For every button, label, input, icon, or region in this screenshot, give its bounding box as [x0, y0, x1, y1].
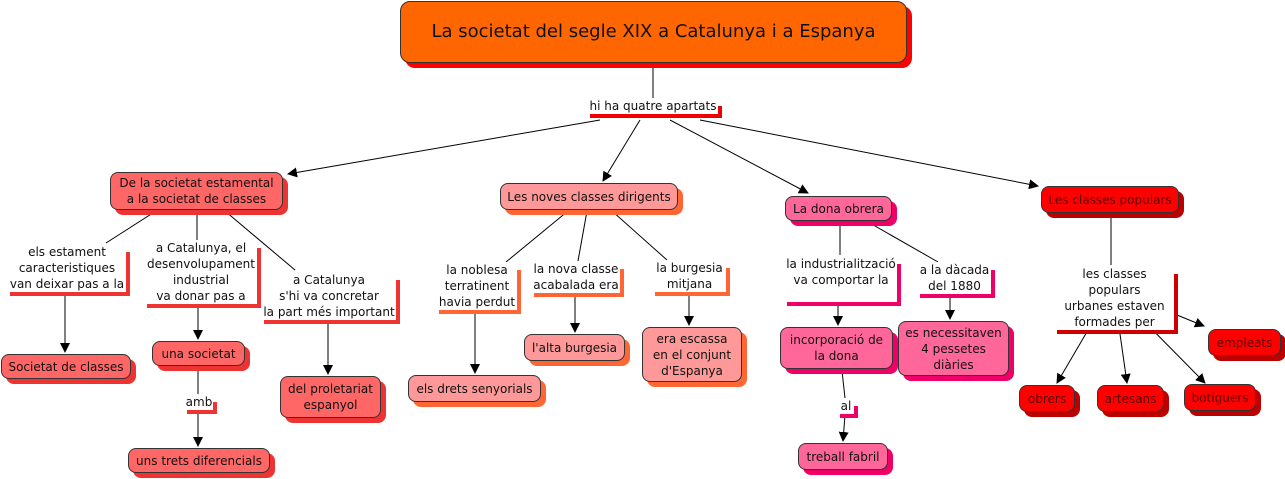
- line-connector: [577, 210, 588, 262]
- arrow-connector: [699, 119, 1039, 190]
- concept-artesans[interactable]: artesans: [1097, 385, 1164, 412]
- concept-classes-populars[interactable]: Les classes populars: [1041, 186, 1179, 213]
- link-decada-1880[interactable]: a la dàcada del 1880: [918, 262, 995, 298]
- link-burgesia-mitjana[interactable]: la burgesia mitjana: [653, 260, 730, 296]
- link-industrialitzacio[interactable]: la industrialització va comportar la: [785, 256, 901, 306]
- line-connector: [841, 370, 846, 399]
- link-estament[interactable]: els estament caracteristiques van deixar…: [8, 244, 130, 296]
- concept-botiguers[interactable]: botiguers: [1184, 384, 1256, 411]
- root-concept[interactable]: La societat del segle XIX a Catalunya i …: [400, 1, 907, 63]
- line-connector: [224, 210, 296, 271]
- link-formades-per[interactable]: les classes populars urbanes estaven for…: [1055, 266, 1178, 334]
- line-connector: [611, 210, 668, 261]
- arrow-connector: [602, 119, 641, 182]
- arrow-connector: [1171, 312, 1205, 328]
- line-connector: [867, 221, 939, 263]
- link-catalunya-concretar[interactable]: a Catalunya s'hi va concretar la part mé…: [262, 272, 400, 324]
- concept-societat-estamental[interactable]: De la societat estamental a la societat …: [110, 172, 283, 210]
- concept-obrers[interactable]: obrers: [1019, 385, 1075, 412]
- concept-drets-senyorials[interactable]: els drets senyorials: [408, 375, 541, 402]
- concept-alta-burgesia[interactable]: l'alta burgesia: [524, 334, 625, 361]
- concept-empleats[interactable]: empleats: [1208, 329, 1281, 356]
- arrow-connector: [838, 414, 849, 442]
- arrow-connector: [669, 119, 809, 194]
- link-noblesa[interactable]: la noblesa terratinent havia perdut: [437, 262, 521, 314]
- concept-una-societat[interactable]: una societat: [152, 341, 245, 366]
- concept-trets-diferencials[interactable]: uns trets diferencials: [128, 448, 270, 473]
- concept-treball-fabril[interactable]: treball fabril: [798, 443, 888, 470]
- concept-proletariat[interactable]: del proletariat espanyol: [280, 376, 381, 418]
- concept-dona-obrera[interactable]: La dona obrera: [785, 196, 892, 221]
- concept-noves-classes[interactable]: Les noves classes dirigents: [500, 183, 678, 210]
- line-connector: [505, 210, 569, 263]
- link-al[interactable]: al: [838, 398, 858, 418]
- link-amb[interactable]: amb: [185, 394, 217, 414]
- link-main[interactable]: hi ha quatre apartats: [588, 98, 722, 118]
- concept-era-escassa[interactable]: era escassa en el conjunt d'Espanya: [642, 327, 742, 382]
- link-catalunya-desenvolupament[interactable]: a Catalunya, el desenvolupament industri…: [145, 240, 261, 308]
- concept-incorporacio-dona[interactable]: incorporació de la dona: [780, 327, 893, 369]
- concept-societat-classes[interactable]: Societat de classes: [1, 354, 131, 379]
- line-connector: [105, 210, 157, 244]
- concept-pessetes[interactable]: es necessitaven 4 pessetes diàries: [898, 321, 1009, 376]
- link-nova-classe[interactable]: la nova classe acabalada era: [532, 261, 624, 297]
- arrow-connector: [287, 119, 601, 178]
